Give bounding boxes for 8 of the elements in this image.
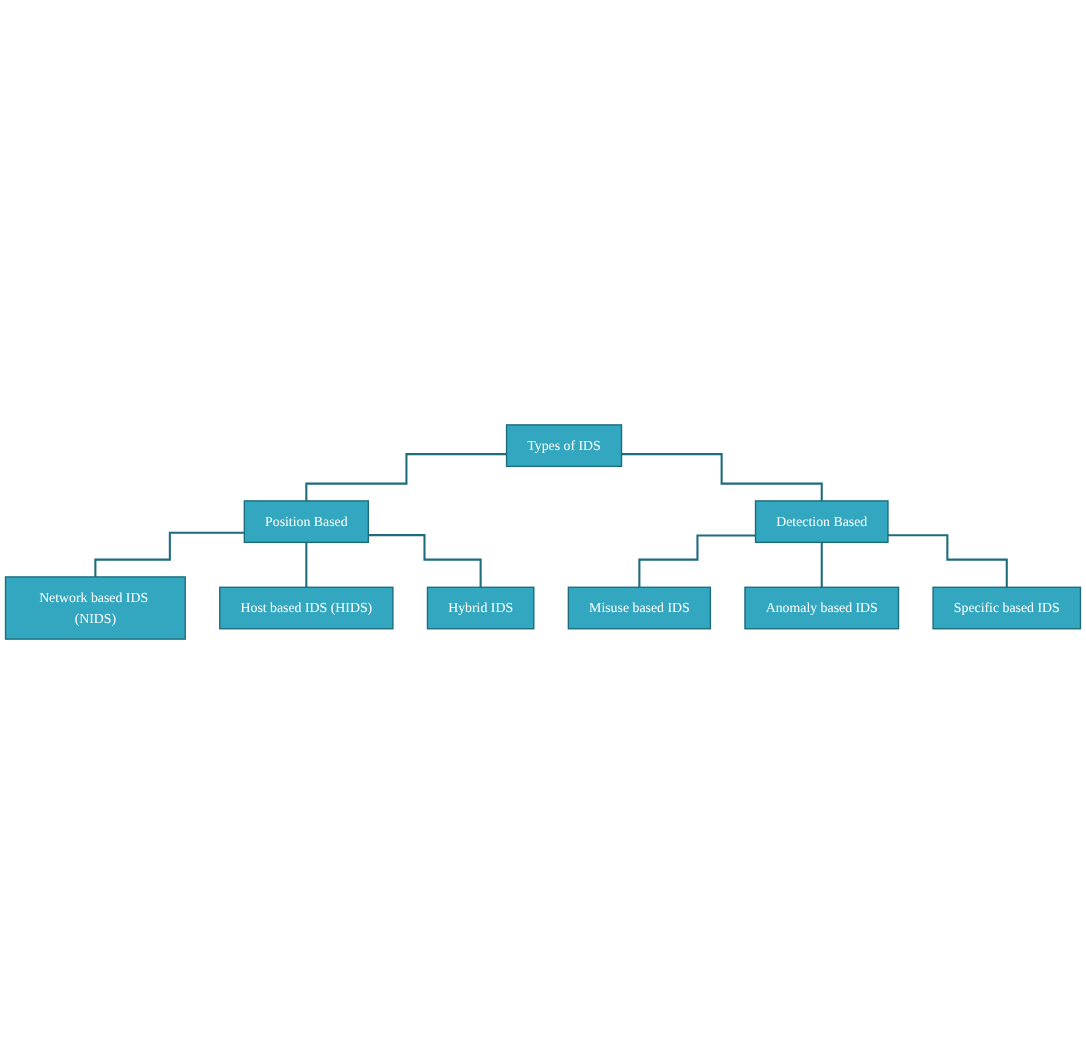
connector [94, 531, 245, 578]
connector [305, 453, 507, 502]
connector [887, 534, 1008, 589]
connector [368, 534, 482, 589]
connector [638, 534, 756, 589]
connector [820, 541, 823, 589]
connector [305, 541, 308, 589]
connector [621, 453, 823, 502]
